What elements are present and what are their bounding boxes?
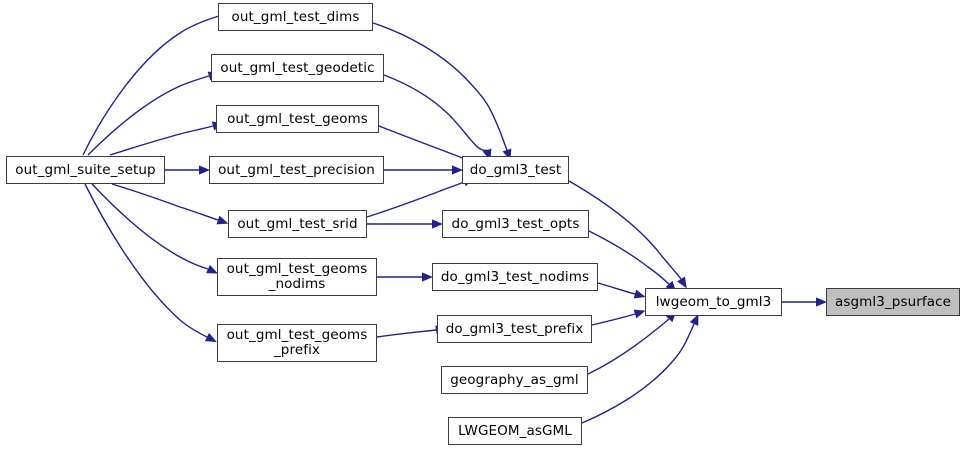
edge-opts-lw — [588, 230, 670, 285]
node-label-out_gml_test_precision: out_gml_test_precision — [218, 161, 375, 178]
node-out_gml_test_geoms_prefix[interactable]: out_gml_test_geoms _prefix — [217, 324, 377, 362]
node-lwgeom_to_gml3[interactable]: lwgeom_to_gml3 — [645, 288, 782, 316]
node-label-out_gml_test_dims: out_gml_test_dims — [231, 8, 360, 25]
node-label-out_gml_test_srid: out_gml_test_srid — [237, 215, 358, 232]
edge-setup-nodims — [91, 183, 209, 270]
edge-setup-geodetic — [87, 75, 210, 156]
node-out_gml_suite_setup[interactable]: out_gml_suite_setup — [6, 156, 165, 184]
node-out_gml_test_geoms[interactable]: out_gml_test_geoms — [216, 105, 379, 133]
node-out_gml_test_geoms_nodims[interactable]: out_gml_test_geoms _nodims — [217, 258, 377, 296]
node-do_gml3_test[interactable]: do_gml3_test — [462, 156, 569, 184]
node-geography_as_gml[interactable]: geography_as_gml — [441, 366, 588, 394]
node-label-do_gml3_test_opts: do_gml3_test_opts — [451, 215, 580, 232]
node-out_gml_test_dims[interactable]: out_gml_test_dims — [218, 3, 373, 31]
node-do_gml3_test_prefix[interactable]: do_gml3_test_prefix — [437, 315, 592, 343]
node-label-out_gml_test_geoms_nodims: out_gml_test_geoms _nodims — [226, 261, 368, 292]
edge-geography-lw — [587, 318, 670, 375]
node-label-out_gml_test_geoms: out_gml_test_geoms — [227, 110, 368, 127]
edge-nodims-lw — [597, 282, 636, 295]
node-do_gml3_test_opts[interactable]: do_gml3_test_opts — [442, 210, 589, 238]
node-label-do_gml3_test_nodims: do_gml3_test_nodims — [440, 268, 590, 285]
node-label-asgml3_psurface: asgml3_psurface — [834, 293, 952, 310]
node-label-lwgeom_to_gml3: lwgeom_to_gml3 — [655, 293, 772, 310]
node-out_gml_test_srid[interactable]: out_gml_test_srid — [228, 210, 367, 238]
edge-geoms-test — [378, 125, 474, 163]
edge-dims-test — [372, 22, 508, 151]
node-label-geography_as_gml: geography_as_gml — [450, 371, 579, 388]
edge-setup-srid — [111, 183, 219, 221]
node-out_gml_test_precision[interactable]: out_gml_test_precision — [209, 156, 384, 184]
node-do_gml3_test_nodims[interactable]: do_gml3_test_nodims — [432, 263, 598, 291]
edge-prefix-edge — [376, 329, 437, 338]
node-asgml3_psurface[interactable]: asgml3_psurface — [826, 288, 960, 316]
node-label-LWGEOM_asGML: LWGEOM_asGML — [458, 422, 572, 439]
edge-prefix-lw — [591, 313, 636, 326]
edge-setup-geoms — [109, 125, 214, 156]
node-label-out_gml_test_geoms_prefix: out_gml_test_geoms _prefix — [226, 327, 368, 358]
node-label-out_gml_test_geodetic: out_gml_test_geodetic — [220, 59, 375, 76]
node-LWGEOM_asGML[interactable]: LWGEOM_asGML — [448, 417, 582, 445]
node-label-out_gml_suite_setup: out_gml_suite_setup — [15, 161, 156, 178]
edge-setup-dims — [82, 15, 220, 156]
edge-setup-prefix — [84, 183, 208, 338]
node-out_gml_test_geodetic[interactable]: out_gml_test_geodetic — [211, 54, 384, 82]
edge-lwgeom-asgml-lw — [581, 323, 695, 424]
node-label-do_gml3_test: do_gml3_test — [469, 161, 562, 178]
node-label-do_gml3_test_prefix: do_gml3_test_prefix — [445, 320, 584, 337]
edge-geodetic-test — [383, 74, 488, 151]
